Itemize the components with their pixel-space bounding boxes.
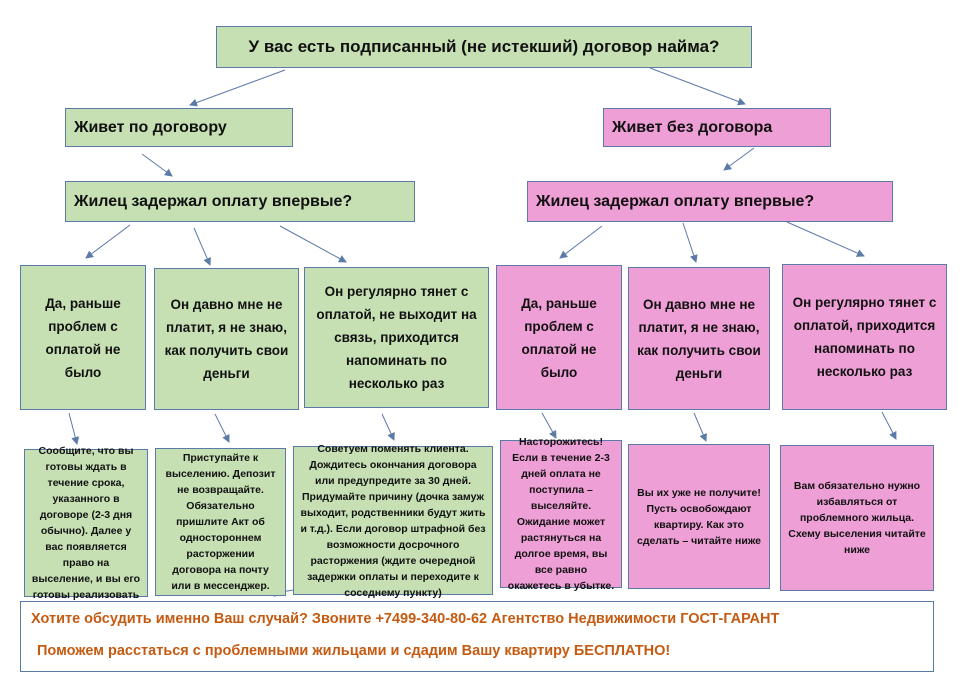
right-case-regular-delays-text: Он регулярно тянет с оплатой, приходится…	[792, 295, 937, 379]
contact-footer: Хотите обсудить именно Ваш случай? Звони…	[20, 601, 934, 672]
left-case-regular-delays-text: Он регулярно тянет с оплатой, не выходит…	[316, 284, 477, 391]
arrow-right-case1-to-advice	[541, 412, 557, 439]
arrow-right-branch-to-sub	[723, 147, 755, 171]
main-question-text: У вас есть подписанный (не истекший) дог…	[248, 37, 720, 56]
right-case-first-delay: Да, раньше проблем с оплатой не было	[496, 265, 622, 410]
right-advice-vacate: Вы их уже не получите! Пусть освобождают…	[628, 444, 770, 589]
right-case-long-nonpayment: Он давно мне не платит, я не знаю, как п…	[628, 267, 770, 410]
arrow-right-sub-to-case1	[559, 225, 603, 259]
left-case-long-nonpayment-text: Он давно мне не платит, я не знаю, как п…	[164, 297, 289, 381]
arrow-left-sub-to-case2	[193, 227, 211, 266]
arrow-right-sub-to-case2	[682, 222, 698, 263]
footer-call-line: Хотите обсудить именно Ваш случай? Звони…	[31, 611, 780, 627]
right-advice-get-rid-text: Вам обязательно нужно избавляться от про…	[788, 480, 926, 556]
arrow-question-to-right	[649, 67, 746, 106]
left-advice-wait: Сообщите, что вы готовы ждать в течение …	[24, 445, 148, 601]
arrow-left-sub-to-case3	[279, 225, 347, 263]
right-case-regular-delays: Он регулярно тянет с оплатой, приходится…	[782, 264, 947, 410]
left-case-first-delay: Да, раньше проблем с оплатой не было	[20, 265, 146, 410]
arrow-left-sub-to-case1	[85, 224, 131, 259]
footer-offer-line: Поможем расстаться с проблемными жильцам…	[37, 643, 671, 659]
main-question: У вас есть подписанный (не истекший) дог…	[216, 26, 752, 68]
right-advice-vacate-text: Вы их уже не получите! Пусть освобождают…	[637, 486, 761, 547]
left-advice-change-tenant: Советуем поменять клиента. Дождитесь око…	[293, 443, 493, 599]
right-case-first-delay-text: Да, раньше проблем с оплатой не было	[521, 295, 597, 380]
left-case-long-nonpayment: Он давно мне не платит, я не знаю, как п…	[154, 268, 299, 410]
arrow-right-sub-to-case3	[786, 221, 865, 257]
right-advice-beware: Насторожитесь! Если в течение 2-3 дней о…	[500, 436, 622, 592]
left-advice-change-tenant-text: Советуем поменять клиента. Дождитесь око…	[300, 442, 486, 599]
arrow-question-to-left	[189, 69, 286, 107]
arrow-right-case3-to-advice	[881, 411, 897, 440]
left-advice-evict: Приступайте к выселению. Депозит не возв…	[155, 448, 286, 596]
left-case-regular-delays: Он регулярно тянет с оплатой, не выходит…	[304, 267, 489, 408]
right-advice-get-rid: Вам обязательно нужно избавляться от про…	[780, 445, 934, 591]
arrow-right-case2-to-advice	[693, 412, 707, 442]
arrow-left-case2-to-advice	[214, 413, 230, 443]
branch-with-contract: Живет по договору	[65, 108, 293, 147]
branch-without-contract-text: Живет без договора	[612, 118, 773, 136]
branch-without-contract: Живет без договора	[603, 108, 831, 147]
arrow-left-case3-to-advice	[381, 413, 395, 441]
right-advice-beware-text: Насторожитесь! Если в течение 2-3 дней о…	[507, 436, 615, 592]
right-subquestion: Жилец задержал оплату впервые?	[527, 181, 893, 222]
left-subquestion-text: Жилец задержал оплату впервые?	[74, 192, 353, 210]
arrow-left-branch-to-sub	[141, 153, 173, 177]
left-subquestion: Жилец задержал оплату впервые?	[65, 181, 415, 222]
left-advice-wait-text: Сообщите, что вы готовы ждать в течение …	[31, 445, 141, 601]
left-advice-evict-text: Приступайте к выселению. Депозит не возв…	[165, 452, 276, 592]
branch-with-contract-text: Живет по договору	[74, 118, 227, 136]
left-case-first-delay-text: Да, раньше проблем с оплатой не было	[45, 295, 121, 380]
right-subquestion-text: Жилец задержал оплату впервые?	[536, 192, 815, 210]
arrow-left-case1-to-advice	[68, 412, 80, 445]
right-case-long-nonpayment-text: Он давно мне не платит, я не знаю, как п…	[637, 296, 761, 381]
